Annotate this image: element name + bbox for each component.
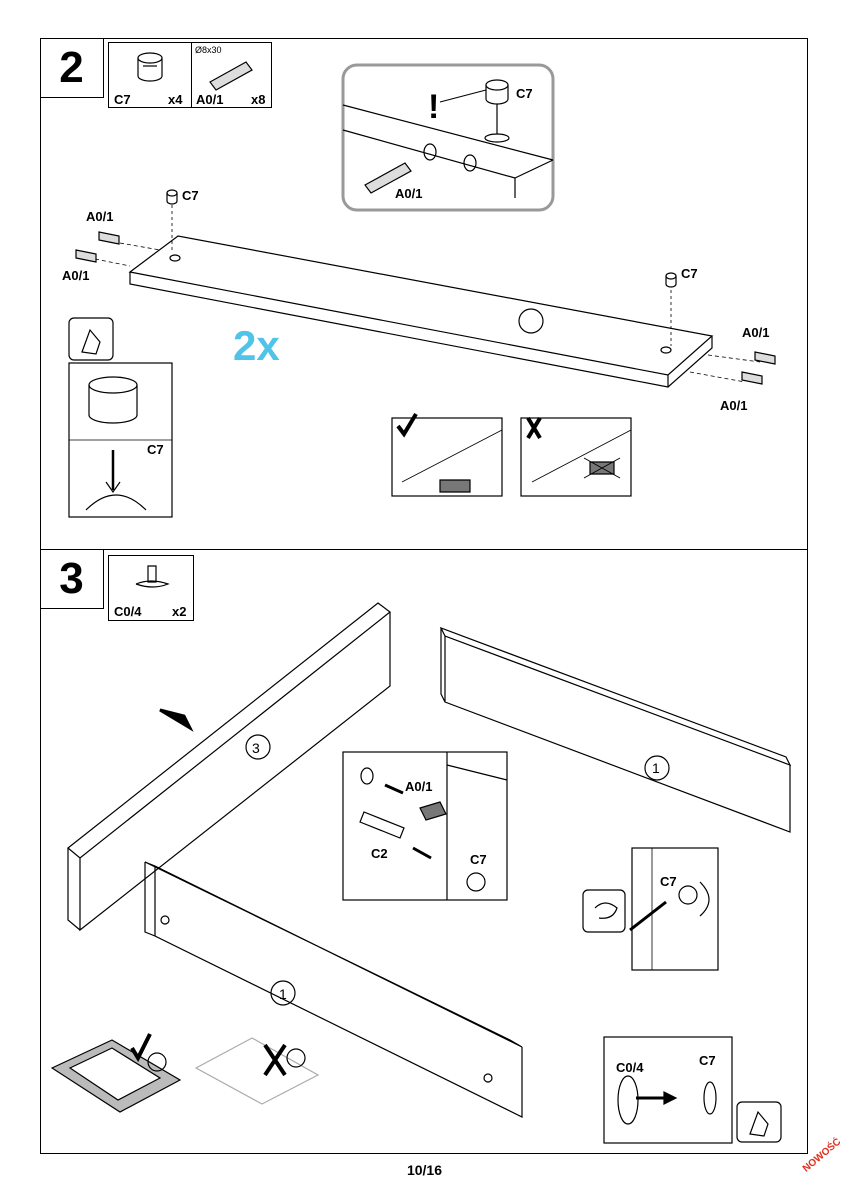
panel-number-side: 3 bbox=[252, 740, 260, 756]
detail-c2-label: C2 bbox=[371, 846, 388, 861]
direction-arrow bbox=[159, 708, 194, 732]
callout-cam-label: C7 bbox=[516, 86, 533, 101]
part-c7-qty: x4 bbox=[168, 92, 183, 107]
dowel-label-top-right: A0/1 bbox=[742, 325, 770, 340]
part-a01-size: Ø8x30 bbox=[195, 45, 222, 55]
part-c04-code: C0/4 bbox=[114, 604, 142, 619]
panel-front-1 bbox=[144, 861, 523, 1118]
panel-step2 bbox=[128, 235, 714, 388]
callout-dowel-label: A0/1 bbox=[395, 186, 423, 201]
screwdriver-box bbox=[631, 847, 719, 971]
dowel-detail-box bbox=[342, 751, 508, 901]
wrong-example-box bbox=[520, 417, 632, 497]
panel-number-front: 1 bbox=[279, 986, 287, 1002]
correct-example-box bbox=[391, 417, 503, 497]
cam-lock-part-icon bbox=[137, 52, 163, 82]
part-a01-qty: x8 bbox=[251, 92, 266, 107]
dowel-label-bottom-right: A0/1 bbox=[720, 398, 748, 413]
part-a01-code: A0/1 bbox=[196, 92, 224, 107]
bottom-c7-label: C7 bbox=[699, 1053, 716, 1068]
note-icon-top bbox=[68, 317, 114, 361]
dowel-label-top-left: A0/1 bbox=[86, 209, 114, 224]
rug-bad-icon bbox=[194, 1037, 320, 1105]
warning-mark: ! bbox=[428, 88, 440, 126]
quantity-multiplier: 2x bbox=[233, 322, 280, 369]
step-divider bbox=[40, 549, 808, 550]
detail-dowel-label: A0/1 bbox=[405, 779, 433, 794]
step-3-number: 3 bbox=[40, 549, 104, 609]
step-2-number: 2 bbox=[40, 38, 104, 98]
c04-part-icon bbox=[135, 565, 170, 588]
turn-icon bbox=[582, 889, 626, 933]
detail-c7-label: C7 bbox=[470, 852, 487, 867]
connector-detail-box bbox=[603, 1036, 733, 1144]
panel-side-3 bbox=[67, 602, 391, 932]
panel-number-right: 1 bbox=[652, 760, 660, 776]
tool-c7-label: C7 bbox=[660, 874, 677, 889]
detail-cam-label: C7 bbox=[147, 442, 164, 457]
callout-board bbox=[342, 104, 554, 198]
bottom-c04-label: C0/4 bbox=[616, 1060, 644, 1075]
part-c7-code: C7 bbox=[114, 92, 131, 107]
dowel-part-icon bbox=[209, 61, 253, 91]
dowel-label-bottom-left: A0/1 bbox=[62, 268, 90, 283]
part-c04-qty: x2 bbox=[172, 604, 187, 619]
callout-box bbox=[341, 63, 555, 212]
step-2-parts-box bbox=[108, 42, 272, 108]
cam-label-right: C7 bbox=[681, 266, 698, 281]
cam-label-left: C7 bbox=[182, 188, 199, 203]
page-number: 10/16 bbox=[406, 1162, 443, 1178]
page-frame bbox=[40, 38, 808, 1154]
panel-right-1 bbox=[439, 626, 792, 833]
note-icon-bottom bbox=[736, 1101, 782, 1143]
